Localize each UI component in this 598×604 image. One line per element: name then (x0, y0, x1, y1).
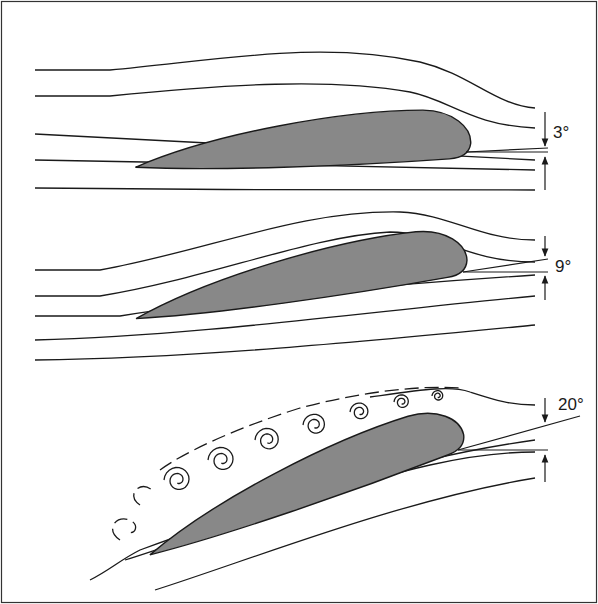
vortex (113, 519, 136, 540)
angle-label: 9° (555, 258, 571, 275)
angle-indicators (458, 112, 580, 482)
vortex (208, 448, 233, 470)
vortex (134, 487, 152, 505)
streamlines (35, 52, 535, 590)
vortex (432, 391, 443, 400)
angle-label: 20° (558, 396, 584, 413)
vortex (303, 414, 324, 433)
vortex (394, 395, 408, 408)
vortex (255, 428, 278, 448)
vortex (164, 468, 189, 490)
vortex (350, 403, 368, 419)
airfoils (129, 107, 471, 563)
angle-label: 3° (553, 124, 569, 141)
